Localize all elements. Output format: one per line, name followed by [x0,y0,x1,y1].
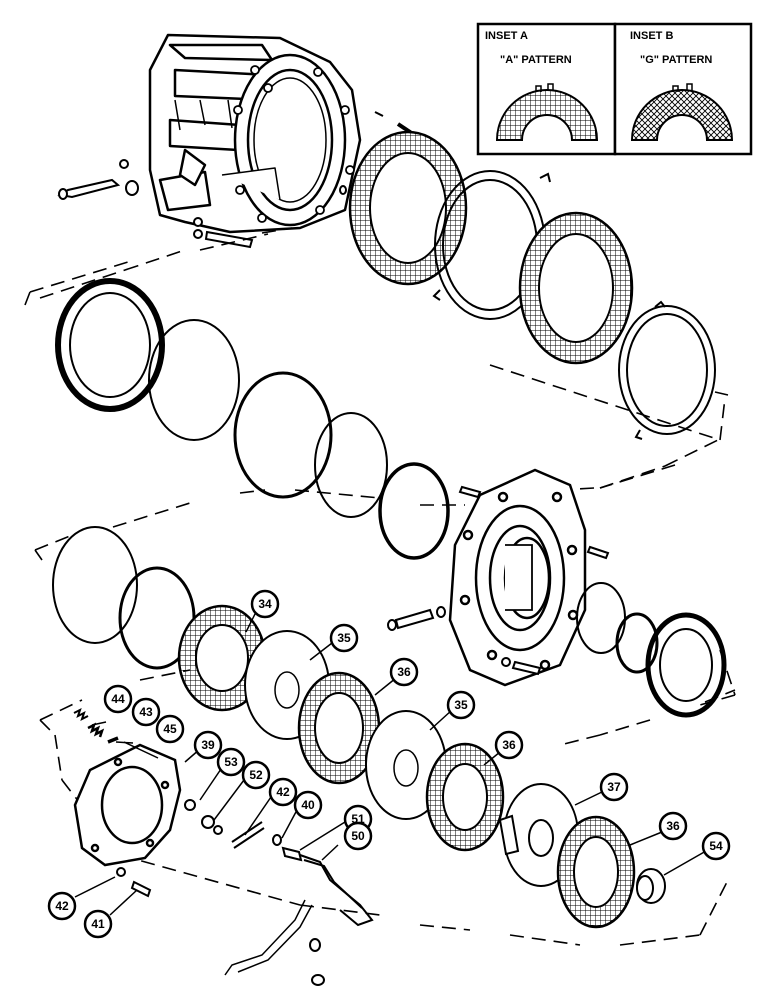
callout-53: 53 [216,747,246,777]
leader-lines [74,611,707,916]
callout-52: 52 [241,760,271,790]
friction-disc-36b [425,742,505,852]
callout-label: 36 [502,738,516,752]
inset-b-title: INSET B [630,30,673,42]
lower-seals [576,582,727,718]
assembly-group-outline-1 [24,227,729,491]
callout-label: 35 [454,698,468,712]
springs-44-43-45 [73,708,119,744]
callout-36: 36 [389,657,419,687]
callout-36: 36 [658,811,688,841]
a-pattern-friction-segment-icon [495,89,599,141]
friction-disc-36c [556,815,636,929]
callout-41: 41 [83,909,113,939]
callout-label: 40 [301,798,315,812]
upper-friction-disc-2 [518,211,634,365]
carrier-pins [387,485,610,676]
inset-b-caption: "G" PATTERN [640,54,712,66]
callout-label: 42 [276,785,290,799]
callout-label: 53 [224,755,238,769]
callout-39: 39 [193,730,223,760]
callout-45: 45 [155,714,185,744]
callout-34: 34 [250,589,280,619]
callout-40: 40 [293,790,323,820]
callout-label: 42 [55,899,69,913]
callout-label: 36 [666,819,680,833]
assembly-group-outline-2 [34,489,736,736]
bushing-54 [636,868,666,904]
callout-label: 45 [163,722,177,736]
callout-label: 39 [201,738,215,752]
oil-tube-50 [224,854,374,986]
inset-a-title: INSET A [485,30,528,42]
callout-42: 42 [268,777,298,807]
callout-label: 36 [397,665,411,679]
inset-a: INSET A "A" PATTERN [476,22,617,156]
g-pattern-friction-segment-icon [630,89,734,141]
upper-steel-plate-2 [618,300,716,440]
inset-b: INSET B "G" PATTERN [613,22,753,156]
callout-label: 52 [249,768,263,782]
callout-label: 41 [91,917,105,931]
cover-39 [73,743,182,867]
housing-bolts [233,65,355,223]
inset-a-caption: "A" PATTERN [500,54,572,66]
callout-43: 43 [131,697,161,727]
o-rings-upper [148,319,450,560]
o-rings-lower [52,526,196,670]
callout-label: 35 [337,631,351,645]
callout-54: 54 [701,831,731,861]
callout-50: 50 [343,821,373,851]
callout-label: 54 [709,839,723,853]
clutch-housing [148,33,362,234]
friction-disc-36a [297,671,381,785]
callout-label: 34 [258,597,272,611]
callout-label: 37 [607,780,621,794]
friction-disc-34 [177,604,267,712]
callout-label: 43 [139,705,153,719]
callout-36: 36 [494,730,524,760]
callout-42: 42 [47,891,77,921]
upper-friction-disc [348,130,468,286]
clutch-carrier [448,468,587,687]
callout-35: 35 [446,690,476,720]
callout-44: 44 [103,684,133,714]
piston-seal [55,278,165,412]
callout-label: 44 [111,692,125,706]
callout-37: 37 [599,772,629,802]
small-hardware [116,799,303,898]
callout-label: 50 [351,829,365,843]
callout-35: 35 [329,623,359,653]
